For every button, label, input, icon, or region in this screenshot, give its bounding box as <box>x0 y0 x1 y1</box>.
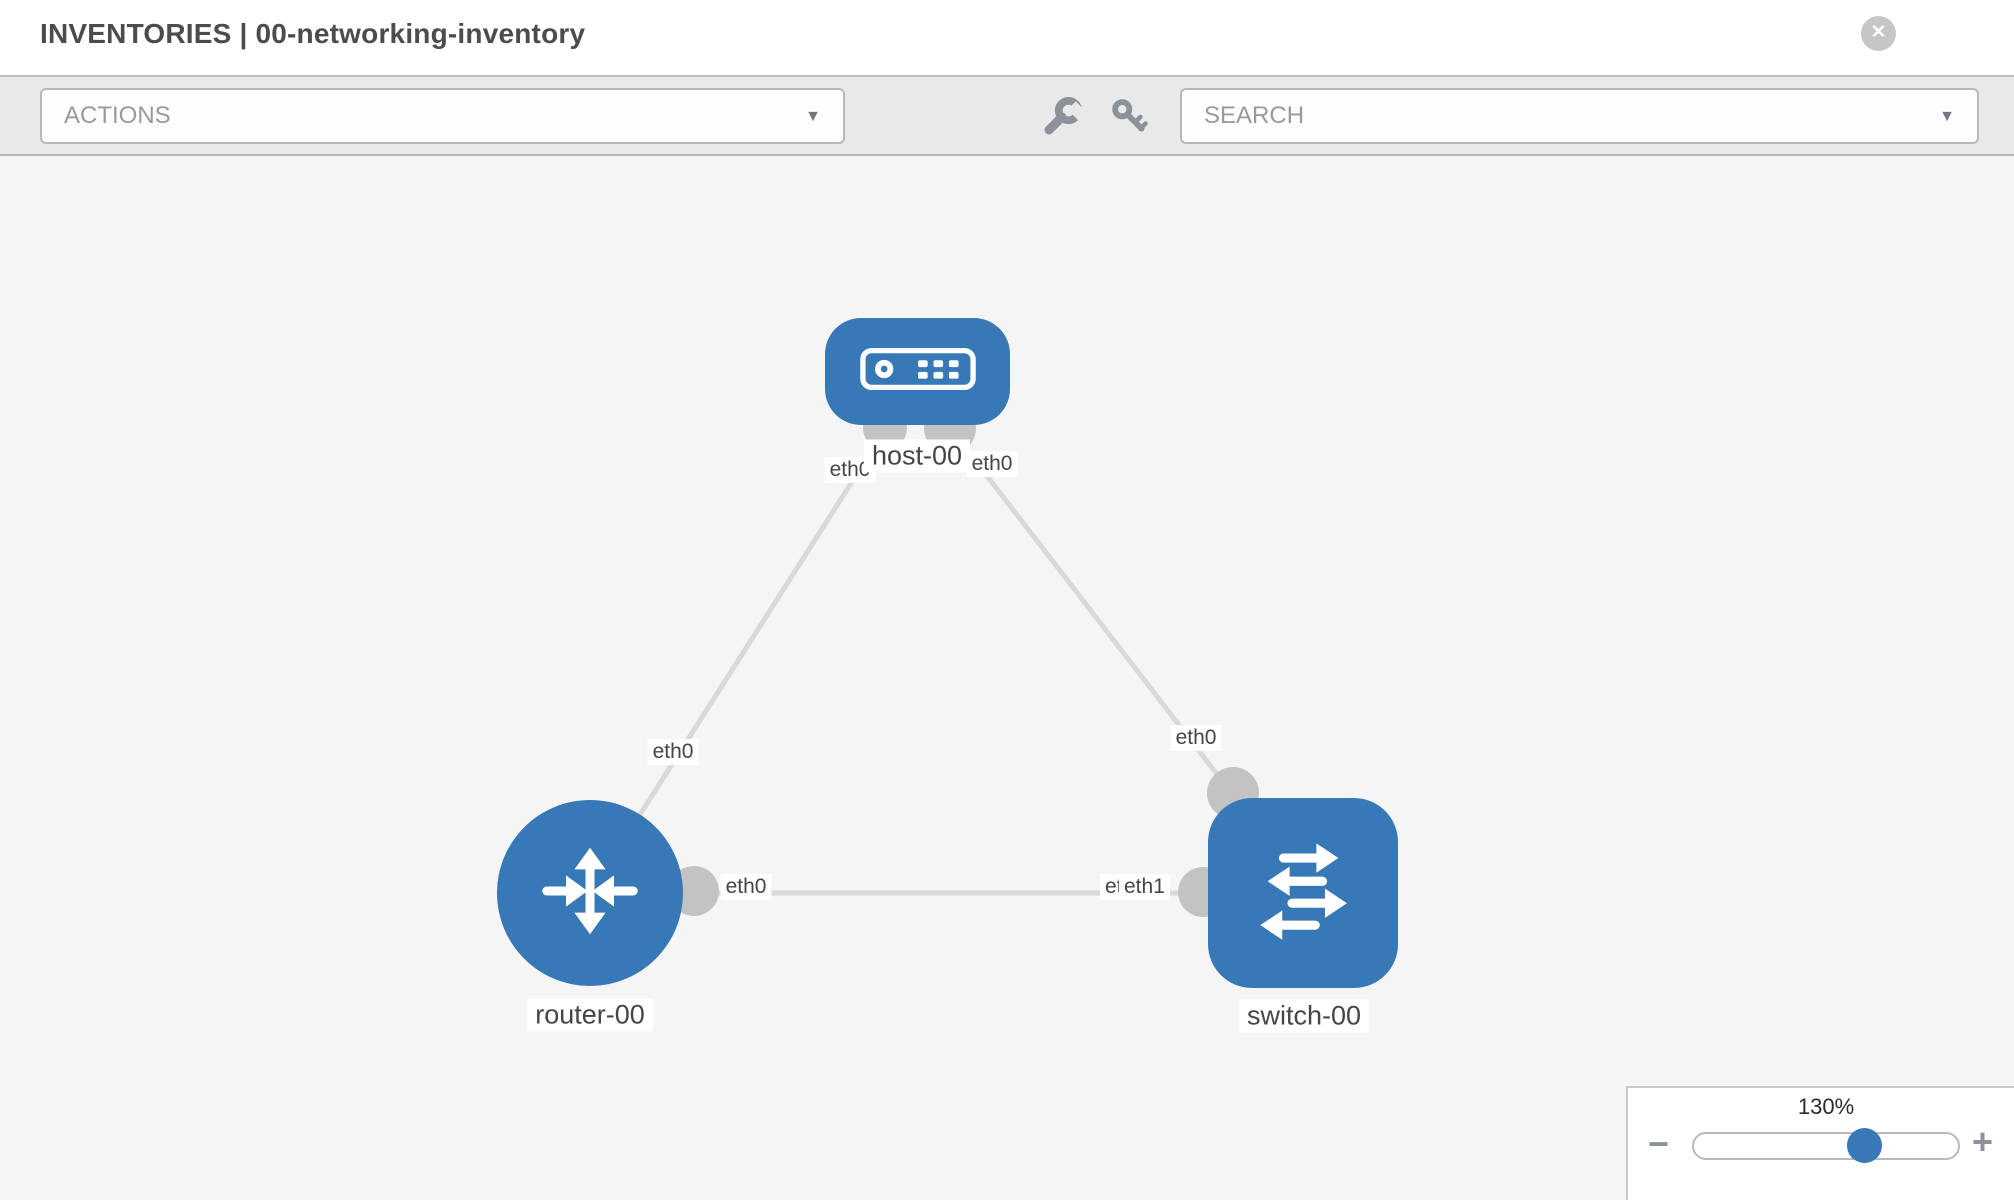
iface-label-eth0: eth0 <box>720 874 772 900</box>
actions-dropdown[interactable]: ACTIONS ▼ <box>40 88 845 144</box>
chevron-down-icon: ▼ <box>805 108 821 125</box>
node-label-host-00: host-00 <box>863 439 971 473</box>
iface-label-eth0: eth0 <box>1170 725 1222 751</box>
key-icon[interactable] <box>1108 95 1152 139</box>
topology-canvas[interactable]: eth0 eth0 eth0 eth0 eth0 eth0 eth1 host-… <box>0 156 2014 1200</box>
zoom-control-panel: 130% − + <box>1626 1086 2014 1200</box>
router-icon <box>530 831 650 956</box>
iface-label-eth0: eth0 <box>824 457 876 483</box>
search-dropdown-label: SEARCH <box>1204 102 1305 129</box>
search-dropdown[interactable]: SEARCH ▼ <box>1180 88 1979 144</box>
page-title: INVENTORIES | 00-networking-inventory <box>40 18 586 49</box>
edges-layer <box>587 402 1303 917</box>
zoom-in-plus-icon[interactable]: + <box>1972 1121 1994 1162</box>
toolbar: ACTIONS ▼ SEARCH ▼ <box>0 75 2014 156</box>
node-router-00[interactable] <box>497 800 683 986</box>
chevron-down-icon: ▼ <box>1939 108 1955 125</box>
zoom-out-minus-icon[interactable]: − <box>1648 1123 1670 1164</box>
node-label-router-00: router-00 <box>527 998 653 1032</box>
zoom-slider-handle[interactable] <box>1847 1128 1882 1163</box>
iface-label-eth0: eth0 <box>966 451 1018 477</box>
close-icon[interactable]: ✕ <box>1861 16 1896 51</box>
iface-label-eth0: eth0 <box>647 739 699 765</box>
node-label-switch-00: switch-00 <box>1238 999 1370 1033</box>
header: INVENTORIES | 00-networking-inventory ✕ <box>0 0 2014 75</box>
actions-dropdown-label: ACTIONS <box>64 102 171 129</box>
iface-label-eth1: eth1 <box>1119 874 1170 900</box>
node-switch-00[interactable] <box>1208 798 1398 988</box>
switch-icon <box>1242 830 1364 957</box>
node-host-00[interactable] <box>825 318 1010 425</box>
zoom-level-value: 130% <box>1797 1094 1855 1119</box>
host-icon <box>859 347 976 396</box>
zoom-slider-track[interactable] <box>1692 1132 1960 1160</box>
wrench-icon[interactable] <box>1040 95 1084 139</box>
